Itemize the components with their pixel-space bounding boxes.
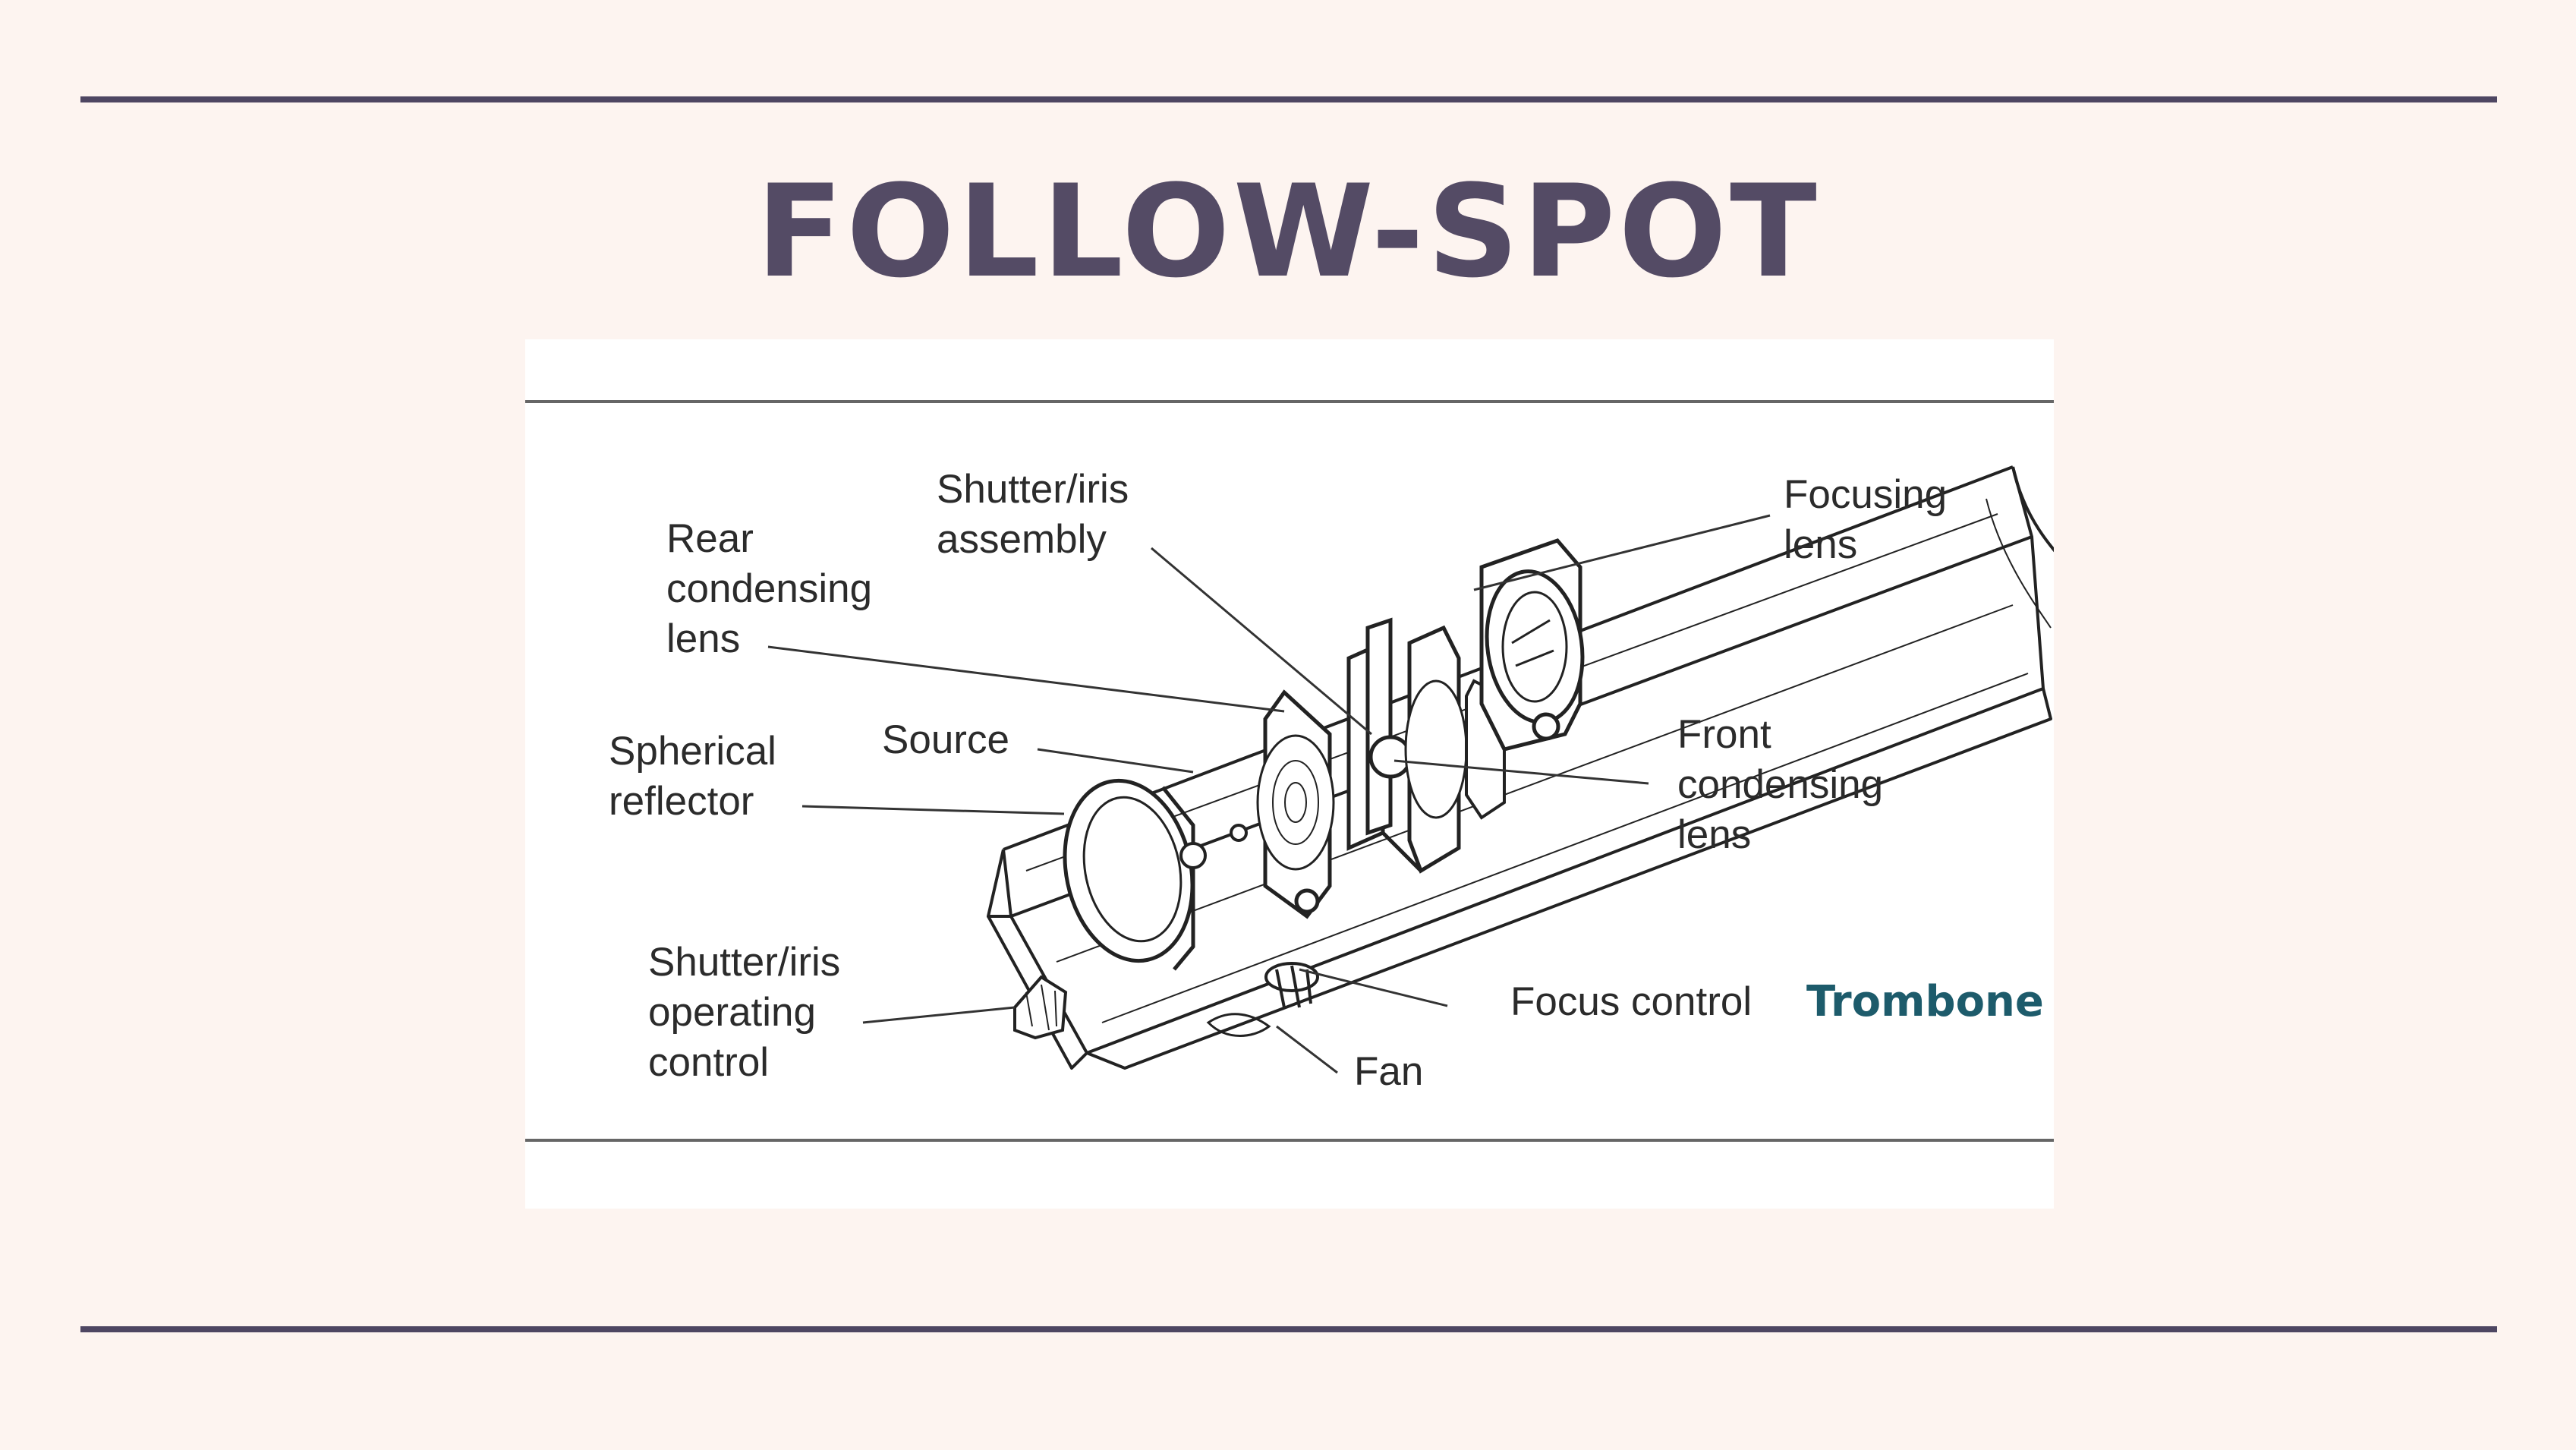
label-spherical-reflector: Spherical reflector <box>609 729 776 824</box>
leader-lines <box>767 514 1771 1074</box>
spherical-reflector <box>1063 778 1195 971</box>
shutter-iris-assembly <box>1346 617 1468 874</box>
leader-front-condensing-lens <box>1393 759 1649 785</box>
leader-focus-control <box>1299 968 1448 1007</box>
leader-shutter-iris-assembly <box>1151 547 1372 736</box>
leader-operating-control <box>862 1006 1016 1024</box>
label-front-condensing-lens: Front condensing lens <box>1677 712 1884 857</box>
fan <box>1206 1013 1271 1037</box>
label-focusing-lens: Focusing lens <box>1784 472 1948 567</box>
source-lamp <box>1179 824 1248 869</box>
leader-source <box>1037 748 1194 774</box>
shutter-iris-operating-control <box>1013 975 1068 1040</box>
label-focus-control: Focus control <box>1510 979 1752 1024</box>
bottom-rule <box>80 1326 2497 1332</box>
focusing-lens <box>1479 538 1585 752</box>
label-shutter-iris-operating-control: Shutter/iris operating control <box>648 940 841 1085</box>
label-shutter-iris-assembly: Shutter/iris assembly <box>937 467 1129 562</box>
leader-spherical-reflector <box>801 805 1065 815</box>
diagram-drawing <box>525 400 2054 1142</box>
top-rule <box>80 96 2497 102</box>
rear-condensing-lens <box>1256 689 1335 919</box>
focus-control-knob <box>1264 962 1319 1008</box>
leader-rear-condensing-lens <box>767 645 1285 713</box>
slide-title: FOLLOW-SPOT <box>756 157 1820 306</box>
label-rear-condensing-lens: Rear condensing lens <box>666 516 873 661</box>
leader-focusing-lens <box>1473 514 1771 591</box>
leader-fan <box>1276 1025 1338 1074</box>
follow-spot-diagram: Rear condensing lens Shutter/iris assemb… <box>525 339 2054 1209</box>
label-trombone: Trombone <box>1806 977 2044 1026</box>
label-fan: Fan <box>1354 1049 1424 1094</box>
label-source: Source <box>882 717 1009 762</box>
